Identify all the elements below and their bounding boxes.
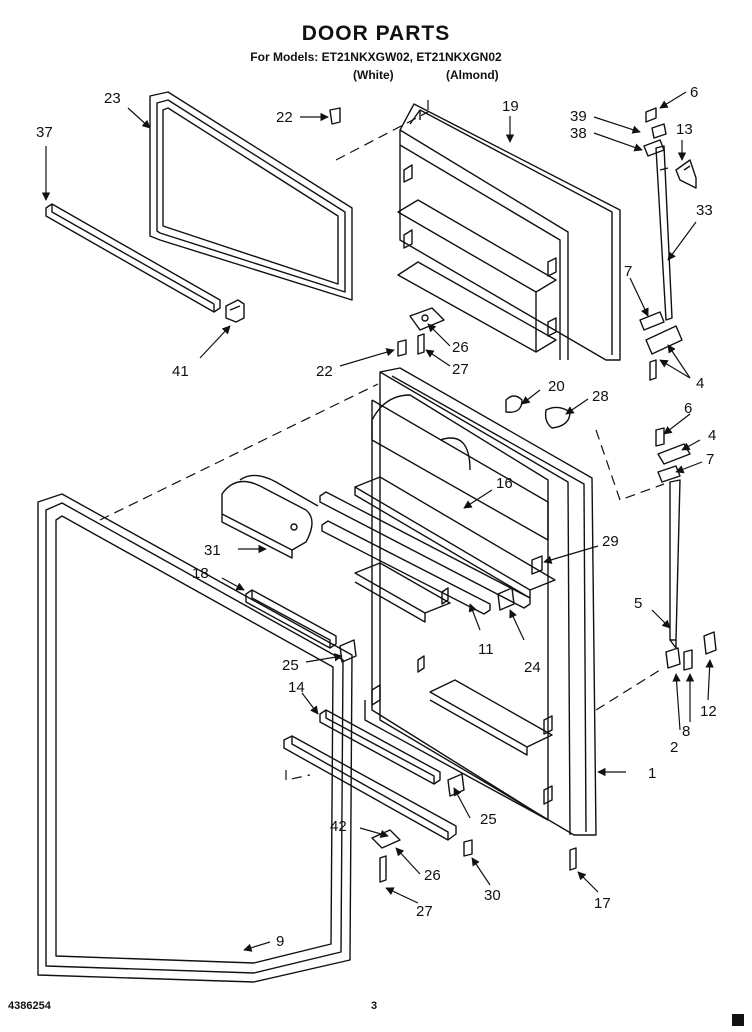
small-fasteners [329,107,577,883]
corner-mark [732,1014,744,1026]
part-number: 4386254 [8,1000,51,1012]
door-shelf-bar-part-18 [245,589,337,649]
variant-almond-label: (Almond) [446,68,499,82]
callout-22-top: 22 [276,109,293,126]
callout-4-top: 4 [696,375,704,392]
hinge-cover-part-13 [675,159,697,189]
dairy-door [221,474,319,559]
fresh-food-door-gasket [37,493,353,983]
callout-2: 2 [670,739,678,756]
callout-41: 41 [172,363,189,380]
callout-20: 20 [548,378,565,395]
callout-22-mid: 22 [316,363,333,380]
callout-26-top: 26 [452,339,469,356]
callout-31: 31 [204,542,221,559]
end-cap-part-41 [225,299,245,323]
callout-39: 39 [570,108,587,125]
callout-18: 18 [192,565,209,582]
page-title: DOOR PARTS [301,22,451,45]
callout-28: 28 [592,388,609,405]
leader-arrows [41,91,714,952]
callout-27-top: 27 [452,361,469,378]
callout-1: 1 [648,765,656,782]
door-shelf-bar-part-14 [319,709,441,785]
door-shelf-bar-part-42 [283,735,457,841]
callout-42: 42 [330,818,347,835]
callout-6-mid: 6 [684,400,692,417]
callout-8: 8 [682,723,690,740]
callout-12: 12 [700,703,717,720]
callout-7-mid: 7 [706,451,714,468]
freezer-door-panel [397,103,621,361]
callout-30: 30 [484,887,501,904]
models-line: For Models: ET21NKXGW02, ET21NKXGN02 [250,50,502,64]
callout-26-bottom: 26 [424,867,441,884]
page-number: 3 [371,1000,378,1012]
callout-29: 29 [602,533,619,550]
freezer-door-gasket [149,91,353,301]
callout-37: 37 [36,124,53,141]
hinge-hardware-middle [655,427,691,483]
freezer-retainer-bar [45,203,221,313]
callout-23: 23 [104,90,121,107]
callout-38: 38 [570,125,587,142]
hinge-rod-part-5 [669,479,681,649]
callout-7-top: 7 [624,263,632,280]
callout-14: 14 [288,679,305,696]
door-retainer-bar-part-11 [319,491,531,615]
callout-25-bottom: 25 [480,811,497,828]
callout-27-bottom: 27 [416,903,433,920]
callout-25-top: 25 [282,657,299,674]
callout-4-mid: 4 [708,427,716,444]
callout-19: 19 [502,98,519,115]
callout-17: 17 [594,895,611,912]
fresh-food-door-panel [354,367,597,836]
callout-11: 11 [478,641,494,658]
callout-16: 16 [496,475,513,492]
callout-9: 9 [276,933,284,950]
hinge-hardware-top [639,107,683,381]
assembly-dashed-lines [99,100,665,781]
callout-24: 24 [524,659,541,676]
hinge-rod-part-33 [655,145,673,321]
callout-33: 33 [696,202,713,219]
variant-white-label: (White) [353,68,394,82]
callout-13: 13 [676,121,693,138]
hinge-hardware-bottom [665,631,717,671]
callout-6-top: 6 [690,84,698,101]
callout-5: 5 [634,595,642,612]
